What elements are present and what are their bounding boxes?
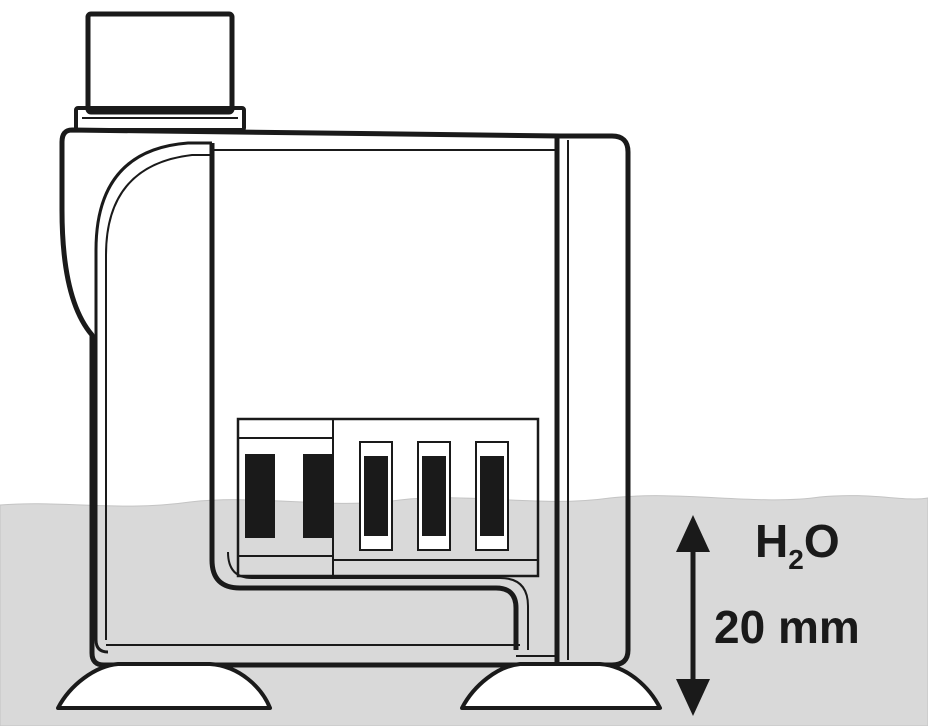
chemical-formula-label: H2O <box>755 515 840 575</box>
grille-slot <box>475 441 509 551</box>
double-arrow-vertical-icon <box>676 515 710 716</box>
outlet-tube <box>74 11 246 132</box>
depth-label: 20 mm <box>714 601 860 653</box>
grille-slot <box>245 454 275 538</box>
suction-cup-right <box>460 662 662 710</box>
suction-cup-left <box>56 662 272 710</box>
grille-slot <box>303 454 333 538</box>
intake-grille <box>236 417 540 578</box>
grille-slot <box>417 441 451 551</box>
grille-slot <box>359 441 393 551</box>
pump-body <box>59 127 631 668</box>
